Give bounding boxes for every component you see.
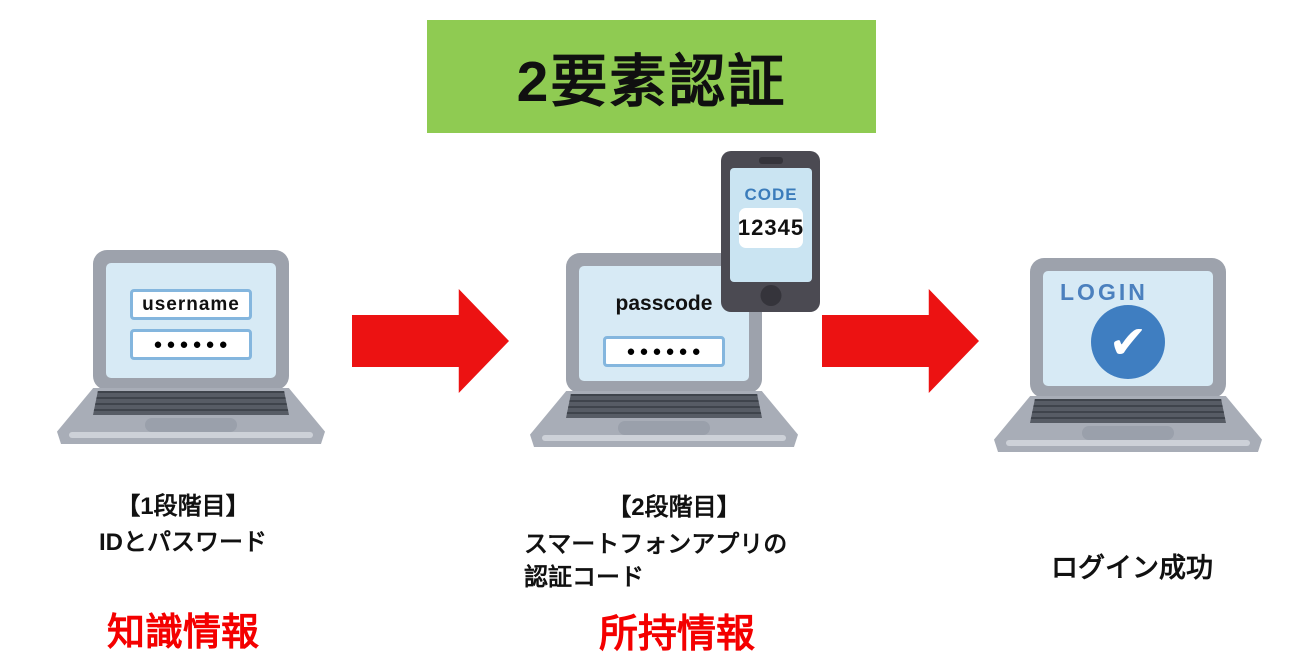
step2-caption: 【2段階目】 スマートフォンアプリの 認証コード bbox=[524, 491, 824, 594]
password-field-illustration: ●●●●●● bbox=[130, 329, 252, 360]
laptop-keyboard bbox=[1030, 399, 1226, 423]
step3-caption: ログイン成功 bbox=[1051, 553, 1213, 583]
code-value: 12345 bbox=[737, 215, 805, 240]
laptop-touchpad bbox=[618, 421, 710, 435]
step1-caption-line1: 【1段階目】 bbox=[116, 493, 250, 520]
step2-factor-label: 所持情報 bbox=[598, 613, 755, 656]
laptop-front-edge bbox=[69, 432, 313, 438]
laptop-touchpad bbox=[1082, 426, 1174, 440]
step2-caption-line1: 【2段階目】 bbox=[607, 494, 741, 521]
laptop-keyboard bbox=[93, 391, 289, 415]
laptop-front-edge bbox=[542, 435, 786, 441]
laptop-base bbox=[57, 388, 325, 444]
laptop-display: LOGIN ✔ bbox=[1043, 271, 1213, 386]
passcode-field-illustration: ●●●●●● bbox=[603, 336, 725, 367]
code-label: CODE bbox=[744, 185, 798, 204]
passcode-label: passcode bbox=[615, 292, 713, 315]
laptop-step1-illustration: username ●●●●●● bbox=[57, 250, 325, 446]
phone-speaker bbox=[758, 157, 783, 164]
page-title: 2要素認証 bbox=[516, 49, 787, 114]
step1-caption-line2: IDとパスワード bbox=[99, 529, 267, 556]
laptop-screen: LOGIN ✔ bbox=[1030, 258, 1226, 398]
username-value: username bbox=[142, 293, 240, 315]
laptop-base bbox=[530, 391, 798, 447]
laptop-touchpad bbox=[145, 418, 237, 432]
code-value-box: 12345 bbox=[737, 208, 805, 248]
arrow-step2-to-step3-icon bbox=[822, 289, 979, 393]
laptop-display: username ●●●●●● bbox=[106, 263, 276, 378]
step1-factor-label: 知識情報 bbox=[106, 612, 259, 654]
step1-caption: 【1段階目】 IDとパスワード bbox=[48, 489, 318, 561]
laptop-screen: username ●●●●●● bbox=[93, 250, 289, 390]
laptop-base bbox=[994, 396, 1262, 452]
login-label: LOGIN bbox=[1060, 279, 1148, 305]
smartphone-illustration: CODE 12345 bbox=[721, 151, 820, 312]
laptop-step3-illustration: LOGIN ✔ bbox=[994, 258, 1262, 454]
step2-caption-line3: 認証コード bbox=[524, 564, 644, 591]
step2-caption-line2: スマートフォンアプリの bbox=[524, 531, 788, 558]
username-field-illustration: username bbox=[130, 289, 252, 320]
password-dots: ●●●●●● bbox=[153, 336, 232, 353]
laptop-display: passcode ●●●●●● bbox=[579, 266, 749, 381]
arrow-step1-to-step2-icon bbox=[352, 289, 509, 393]
passcode-dots: ●●●●●● bbox=[626, 343, 705, 360]
laptop-front-edge bbox=[1006, 440, 1250, 446]
checkmark-icon: ✔ bbox=[1091, 305, 1165, 379]
checkmark-glyph: ✔ bbox=[1108, 316, 1148, 368]
phone-screen: CODE 12345 bbox=[730, 168, 812, 282]
phone-home-button bbox=[760, 285, 781, 306]
laptop-keyboard bbox=[566, 394, 762, 418]
title-banner: 2要素認証 bbox=[427, 20, 876, 133]
